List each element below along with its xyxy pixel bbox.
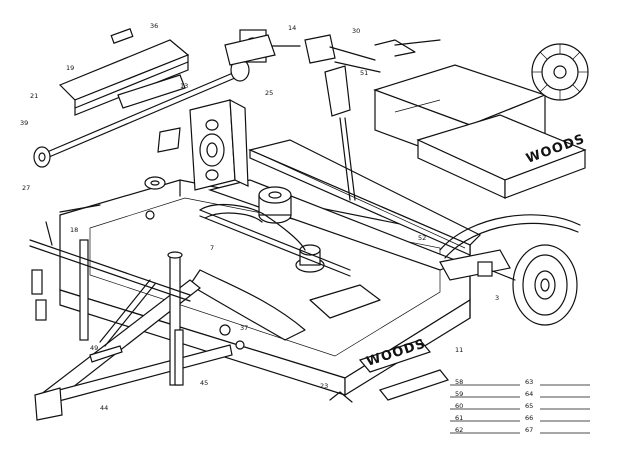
part-number: 51 — [360, 69, 368, 77]
pulley-wheel — [531, 43, 589, 101]
hitch-a-frame — [29, 204, 233, 421]
callout-number: 65 — [525, 402, 533, 410]
rear-guard — [439, 214, 581, 259]
gearbox-assembly — [189, 98, 351, 277]
tail-wheel — [477, 244, 578, 326]
part-number: 13 — [180, 82, 188, 90]
callout-number: 62 — [455, 426, 463, 434]
driveline-shaft — [33, 28, 301, 168]
top-linkage — [304, 34, 441, 201]
part-number: 14 — [288, 24, 296, 32]
callout-number: 59 — [455, 390, 463, 398]
part-number: 11 — [455, 346, 463, 354]
callout-number: 64 — [525, 390, 533, 398]
callout-number: 61 — [455, 414, 463, 422]
part-number: 3 — [495, 294, 499, 302]
part-number: 39 — [20, 119, 28, 127]
callout-number: 58 — [455, 378, 463, 386]
part-number-labels: 36 19 21 39 13 25 14 30 51 52 3 11 23 45… — [20, 22, 499, 412]
callout-number: 63 — [525, 378, 533, 386]
callout-legend: 58 59 60 61 62 63 64 65 66 67 — [450, 378, 590, 434]
part-number: 49 — [90, 344, 98, 352]
part-number: 23 — [320, 382, 328, 390]
part-number: 19 — [66, 64, 74, 72]
part-number: 44 — [100, 404, 108, 412]
part-number: 37 — [240, 324, 248, 332]
part-number: 18 — [70, 226, 78, 234]
part-number: 45 — [200, 379, 208, 387]
part-number: 7 — [210, 244, 214, 252]
part-number: 36 — [150, 22, 158, 30]
callout-number: 66 — [525, 414, 533, 422]
belt-shield-box: WOODS — [373, 64, 587, 199]
callout-number: 60 — [455, 402, 463, 410]
part-number: 52 — [418, 234, 426, 242]
callout-number: 67 — [525, 426, 533, 434]
part-number: 27 — [22, 184, 30, 192]
part-number: 21 — [30, 92, 38, 100]
part-number: 25 — [265, 89, 273, 97]
part-number: 30 — [352, 27, 360, 35]
skid-and-hardware — [144, 176, 450, 403]
